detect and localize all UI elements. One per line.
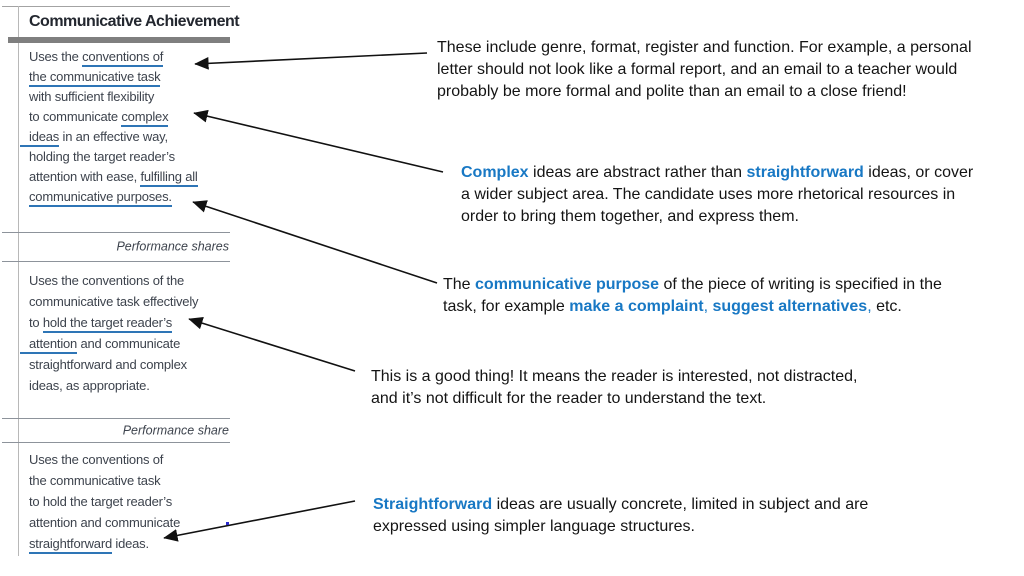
table-left-border xyxy=(18,6,19,556)
note-complex-ideas: Complex ideas are abstract rather than s… xyxy=(461,162,977,228)
table-text-line: straightforward and complex xyxy=(29,354,198,375)
table-text-line: attention and communicate xyxy=(29,512,180,533)
table-text-line: holding the target reader’s xyxy=(29,147,198,167)
plain-phrase: ideas. xyxy=(111,536,149,551)
stray-dot xyxy=(226,522,229,525)
underlined-phrase: attention xyxy=(20,336,77,354)
plain-phrase: to hold the target reader’s xyxy=(29,494,172,509)
underlined-phrase: hold the target reader’s xyxy=(42,315,172,333)
divider-line xyxy=(2,418,230,419)
plain-phrase: and communicate xyxy=(77,336,181,351)
note-conventions: These include genre, format, register an… xyxy=(437,37,989,103)
table-text-line: ideas in an effective way, xyxy=(20,127,198,147)
note-text: These include genre, format, register an… xyxy=(437,39,972,100)
note-text: etc. xyxy=(876,298,902,315)
plain-phrase: holding the target reader’s xyxy=(29,149,175,164)
table-text-line: Uses the conventions of the xyxy=(29,270,198,291)
note-straightforward-ideas: Straightforward ideas are usually concre… xyxy=(373,494,873,538)
table-text-line: attention with ease, fulfilling all xyxy=(29,167,198,187)
key-term: , xyxy=(867,298,877,315)
table-text-line: Uses the conventions of xyxy=(29,449,180,470)
divider-line xyxy=(2,232,230,233)
key-term: Complex xyxy=(461,164,529,181)
plain-phrase: attention with ease, xyxy=(29,169,141,184)
table-text-line: the communicative task xyxy=(29,67,198,87)
table-text-line: the communicative task xyxy=(29,470,180,491)
plain-phrase: Uses the xyxy=(29,49,83,64)
table-text-line: communicative task effectively xyxy=(29,291,199,312)
table-text-line: attention and communicate xyxy=(20,333,198,354)
plain-phrase: in an effective way, xyxy=(59,129,169,144)
underlined-phrase: communicative purposes. xyxy=(29,189,172,207)
table-header-bar xyxy=(8,37,230,43)
band1-descriptor: Uses the conventions of the communicative… xyxy=(29,449,180,554)
underlined-phrase: the communicative task xyxy=(29,69,161,87)
note-text: of the piece of writing is specified in … xyxy=(443,276,942,315)
note-reader-attention: This is a good thing! It means the reade… xyxy=(371,366,887,410)
note-text: ideas, or cover a wider subject area. Th… xyxy=(461,164,974,225)
divider-line xyxy=(2,261,230,262)
performance-shares-label: Performance shares xyxy=(116,239,229,254)
performance-shares-row: Performance shares xyxy=(0,232,232,262)
band3-descriptor: Uses the conventions of the communicative… xyxy=(20,270,199,396)
table-text-line: to hold the target reader’s xyxy=(29,312,198,333)
performance-share-row: Performance share xyxy=(0,418,232,443)
note-text: The xyxy=(443,276,476,293)
key-term: , xyxy=(703,298,713,315)
underlined-phrase: conventions of xyxy=(82,49,163,67)
underlined-phrase: ideas xyxy=(20,129,59,147)
plain-phrase: Uses the conventions of the xyxy=(29,273,185,288)
key-term: suggest alternatives xyxy=(712,298,868,315)
table-text-line: Uses the conventions of xyxy=(29,47,198,67)
note-text: This is a good thing! It means the reade… xyxy=(371,368,858,407)
table-text-line: straightforward ideas. xyxy=(29,533,180,554)
plain-phrase: attention and communicate xyxy=(29,515,181,530)
table-top-border xyxy=(2,6,230,7)
plain-phrase: straightforward and complex xyxy=(29,357,187,372)
underlined-phrase: complex xyxy=(121,109,169,127)
key-term: Straightforward xyxy=(373,496,493,513)
divider-line xyxy=(2,442,230,443)
plain-phrase: Uses the conventions of xyxy=(29,452,164,467)
key-term: communicative purpose xyxy=(475,276,660,293)
plain-phrase: with sufficient flexibility xyxy=(29,89,155,104)
key-term: straightforward xyxy=(746,164,864,181)
table-header: Communicative Achievement xyxy=(29,13,240,30)
table-text-line: to communicate complex xyxy=(29,107,198,127)
assessment-table: Communicative Achievement Uses the conve… xyxy=(0,0,240,576)
plain-phrase: to xyxy=(29,315,43,330)
plain-phrase: to communicate xyxy=(29,109,122,124)
table-text-line: with sufficient flexibility xyxy=(29,87,198,107)
note-communicative-purpose: The communicative purpose of the piece o… xyxy=(443,274,979,318)
band5-descriptor: Uses the conventions of the communicative… xyxy=(20,47,198,207)
plain-phrase: ideas, as appropriate. xyxy=(29,378,150,393)
table-text-line: to hold the target reader’s xyxy=(29,491,180,512)
table-text-line: ideas, as appropriate. xyxy=(29,375,198,396)
plain-phrase: communicative task effectively xyxy=(29,294,199,309)
note-text: ideas are usually concrete, limited in s… xyxy=(373,496,869,535)
plain-phrase: the communicative task xyxy=(29,473,161,488)
underlined-phrase: fulfilling all xyxy=(140,169,198,187)
performance-share-label: Performance share xyxy=(122,423,229,438)
note-text: ideas are abstract rather than xyxy=(528,164,747,181)
key-term: make a complaint xyxy=(569,298,704,315)
underlined-phrase: straightforward xyxy=(29,536,112,554)
table-text-line: communicative purposes. xyxy=(29,187,198,207)
